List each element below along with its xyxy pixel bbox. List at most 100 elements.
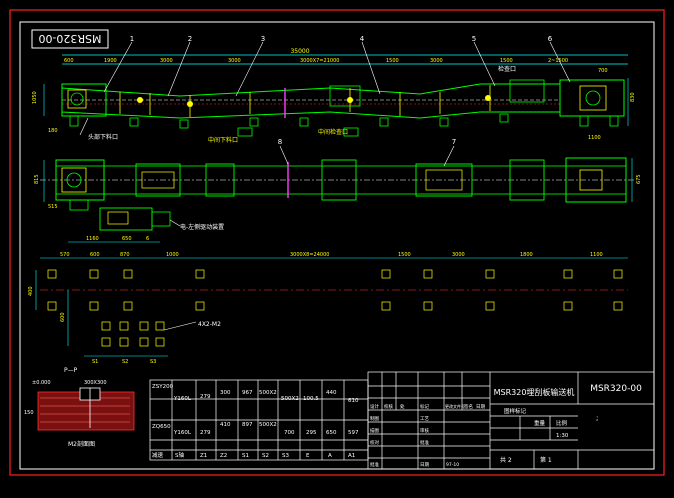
dim-650: 650 — [122, 236, 132, 242]
dim-d10: 700 — [598, 68, 608, 74]
tb-r2-6: 日期 — [476, 404, 485, 410]
dim-d4: 3000X7=21000 — [300, 58, 339, 64]
dim-d9: 2~1500 — [548, 58, 568, 64]
tb-scale-val: 1:30 — [556, 433, 569, 439]
found-dim-8: 1100 — [590, 252, 603, 258]
tb-r3-1: 工艺 — [420, 416, 429, 422]
tb-sheet: 第 1 — [540, 456, 552, 464]
plan-view: 电-左侧驱动装置 8 7 815 515 675 1160 650 6 — [34, 138, 642, 243]
tb-r6-1: 日期 — [420, 462, 429, 468]
pt-r3-6: 650 — [326, 430, 337, 436]
left-dim-2: 815 — [34, 174, 40, 184]
outer-frame — [9, 9, 665, 476]
found-dim-5: 1500 — [398, 252, 411, 258]
pt-r0-2: 967 — [242, 390, 253, 396]
tb-r4-0: 描图 — [370, 427, 379, 434]
label-anchor: 4X2-M2 — [198, 321, 221, 328]
tb-code: MSR320-00 — [590, 384, 642, 394]
pt-f-7: E — [306, 453, 310, 459]
tb-r4-1: 审核 — [420, 427, 429, 434]
dim-d7: 1500 — [500, 58, 513, 64]
right-dim-4: 675 — [636, 174, 642, 184]
pt-r2-1: 410 — [220, 422, 231, 428]
drawing-number-box: MSR320-00 — [31, 29, 109, 49]
found-s1: S1 — [92, 359, 98, 365]
found-dim-1: 600 — [90, 252, 100, 258]
section-depth: 150 — [24, 410, 34, 416]
pt-row-2: Y160L — [173, 430, 192, 436]
balloon-2: 2 — [188, 35, 192, 43]
tb-scale: 比例 — [556, 419, 568, 427]
label-mid-discharge: 中间下料口 — [208, 136, 238, 144]
balloon-6: 6 — [548, 35, 553, 43]
pt-r1-4: 500X2 — [281, 396, 299, 402]
pt-row-1: ZQ650 — [152, 424, 171, 430]
pt-r0-5: 440 — [326, 390, 337, 396]
balloon-8: 8 — [278, 138, 282, 146]
found-dim-0: 570 — [60, 252, 70, 258]
section-detail: P—P ±0.000 300X300 150 M2剖面图 — [24, 367, 135, 448]
dim-d6: 3000 — [430, 58, 443, 64]
found-left-1: 600 — [60, 312, 66, 322]
pt-r3-0: 279 — [200, 430, 211, 436]
found-dim-7: 1800 — [520, 252, 533, 258]
dim-1160: 1160 — [86, 236, 99, 242]
level-zero: ±0.000 — [32, 380, 51, 386]
pt-r2-2: 897 — [242, 422, 253, 428]
pt-r0-1: 300 — [220, 390, 231, 396]
pt-f-2: Z1 — [200, 453, 207, 459]
label-section: M2剖面图 — [68, 440, 95, 448]
pt-model: ZSY200 — [152, 384, 174, 390]
tb-title: MSR320埋刮板输送机 — [494, 387, 575, 397]
tb-dot: ; — [596, 414, 598, 422]
tb-stage: 图样标记 — [504, 407, 527, 415]
found-dim-2: 870 — [120, 252, 130, 258]
found-dim-6: 3000 — [452, 252, 465, 258]
dim-6: 6 — [146, 236, 149, 242]
pt-f-4: S1 — [242, 453, 249, 459]
tb-r3-0: 制图 — [370, 415, 379, 422]
parameter-table — [149, 379, 369, 461]
left-dim-3: 515 — [48, 204, 58, 210]
found-left-0: 400 — [28, 286, 34, 296]
balloon-5: 5 — [472, 35, 476, 43]
dim-d3: 3000 — [228, 58, 241, 64]
balloon-1: 1 — [130, 35, 134, 43]
tb-r5-1: 批准 — [420, 439, 429, 446]
elevation-view: 35000 600 1900 3000 3000 3000X7=21000 15… — [32, 35, 636, 144]
pt-r1-5: 100.5 — [303, 396, 319, 402]
tb-r2-1: 校核 — [384, 403, 393, 410]
balloon-leaders — [103, 41, 571, 97]
drawing-number-rotated: MSR320-00 — [38, 32, 101, 45]
pt-f-8: A — [328, 453, 332, 459]
title-block-text: MSR320埋刮板输送机 MSR320-00 图样标记 重量 比例 1:30 共… — [370, 384, 642, 468]
parameter-table-text: ZSY200 Y160L ZQ650 Y160L 279 300 967 500… — [152, 384, 359, 459]
tb-r2-2: 处 — [400, 403, 405, 410]
pt-r1-6: 610 — [348, 398, 359, 404]
pt-f-3: Z2 — [220, 453, 227, 459]
pad-size: 300X300 — [84, 380, 107, 386]
tb-r2-5: 签名 — [464, 403, 473, 410]
pt-f-5: S2 — [262, 453, 269, 459]
left-dim-1: 180 — [48, 128, 58, 134]
label-pp: P—P — [64, 367, 78, 374]
pt-row-0: Y160L — [173, 396, 192, 402]
tb-r6-2: 97-10 — [446, 462, 459, 468]
tb-r2-3: 标记 — [420, 403, 429, 410]
dim-d2: 3000 — [160, 58, 173, 64]
pt-r3-5: 295 — [306, 430, 317, 436]
title-block — [367, 371, 655, 470]
tb-r6-0: 批准 — [370, 461, 379, 468]
pt-r3-4: 700 — [284, 430, 295, 436]
pt-r2-3: 500X2 — [259, 422, 277, 428]
tb-r5-0: 校对 — [370, 439, 379, 446]
label-head-discharge: 头部下料口 — [88, 133, 118, 141]
label-tail-inspect: 检查口 — [498, 65, 516, 73]
tb-r2-0: 设计 — [370, 403, 379, 410]
dim-left: 600 — [64, 58, 74, 64]
label-mid-inspect: 中间检查口 — [318, 128, 348, 136]
inner-frame — [19, 21, 655, 470]
label-drive: 电-左侧驱动装置 — [180, 223, 224, 231]
pt-f-9: A1 — [348, 453, 355, 459]
